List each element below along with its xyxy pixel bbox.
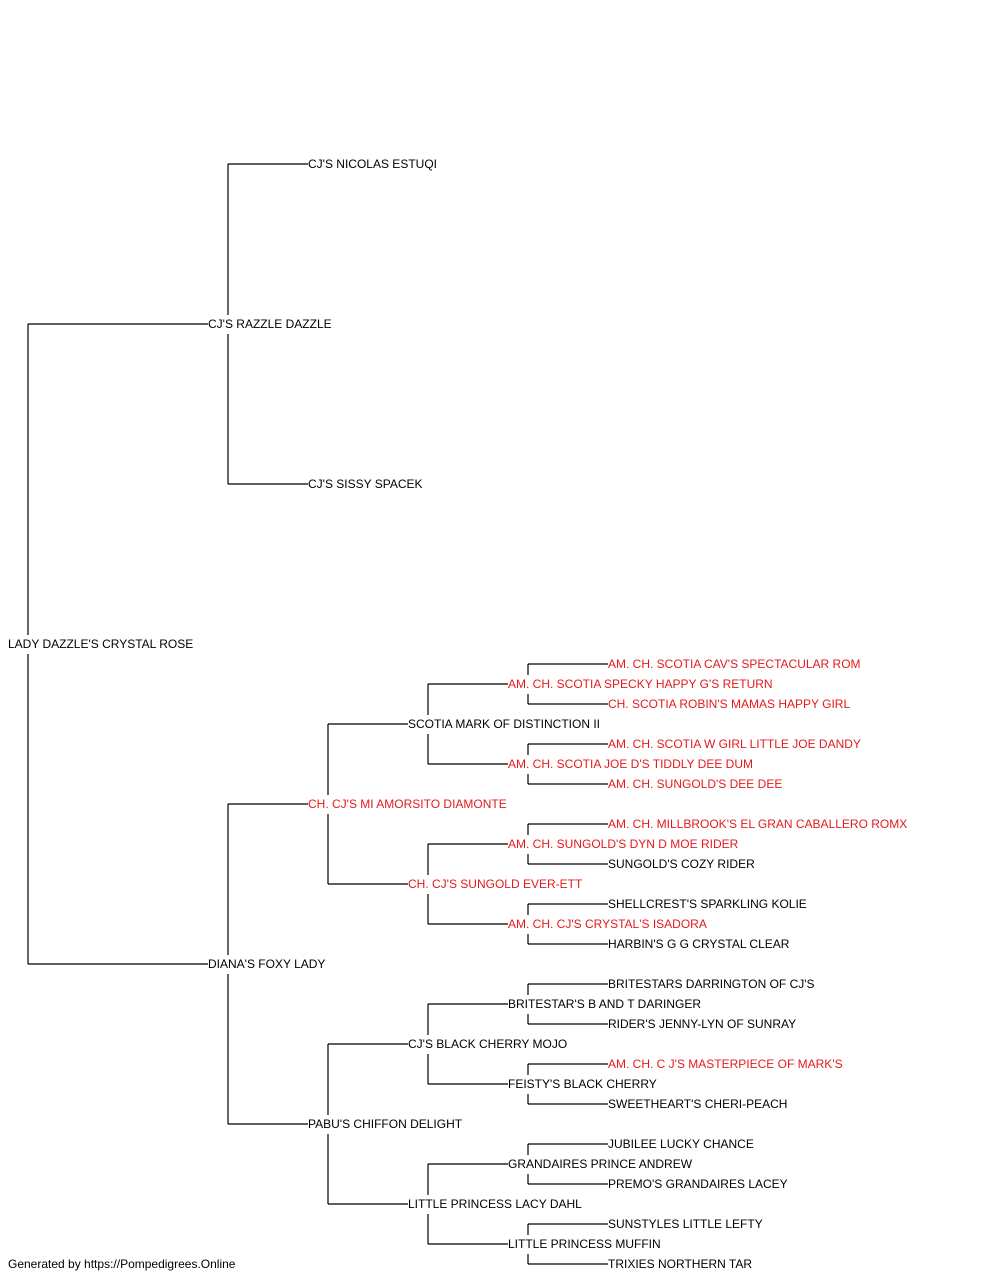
pedigree-node-gen5: SUNSTYLES LITTLE LEFTY	[608, 1217, 763, 1231]
pedigree-node-gen5: CH. SCOTIA ROBIN'S MAMAS HAPPY GIRL	[608, 697, 851, 711]
pedigree-node-gen5: BRITESTARS DARRINGTON OF CJ'S	[608, 977, 815, 991]
pedigree-node-gen5: AM. CH. SCOTIA CAV'S SPECTACULAR ROM	[608, 657, 861, 671]
pedigree-node-gen5: TRIXIES NORTHERN TAR	[608, 1257, 753, 1271]
pedigree-node-gen5: HARBIN'S G G CRYSTAL CLEAR	[608, 937, 790, 951]
pedigree-node-gen5: PREMO'S GRANDAIRES LACEY	[608, 1177, 788, 1191]
pedigree-node-gen5: AM. CH. C J'S MASTERPIECE OF MARK'S	[608, 1057, 843, 1071]
pedigree-node-gen3: SCOTIA MARK OF DISTINCTION II	[408, 717, 601, 731]
pedigree-node-gen2: CH. CJ'S MI AMORSITO DIAMONTE	[308, 797, 507, 811]
pedigree-node-gen2: PABU'S CHIFFON DELIGHT	[308, 1117, 463, 1131]
pedigree-node-gen5: SWEETHEART'S CHERI-PEACH	[608, 1097, 788, 1111]
pedigree-node-gen4: LITTLE PRINCESS MUFFIN	[508, 1237, 661, 1251]
pedigree-node-gen2: CJ'S NICOLAS ESTUQI	[308, 157, 437, 171]
pedigree-node-gen5: SHELLCREST'S SPARKLING KOLIE	[608, 897, 807, 911]
pedigree-node-gen1: DIANA'S FOXY LADY	[208, 957, 326, 971]
pedigree-node-gen5: SUNGOLD'S COZY RIDER	[608, 857, 755, 871]
pedigree-node-gen4: AM. CH. SUNGOLD'S DYN D MOE RIDER	[508, 837, 739, 851]
pedigree-node-gen3: LITTLE PRINCESS LACY DAHL	[408, 1197, 582, 1211]
pedigree-node-gen3: CH. CJ'S SUNGOLD EVER-ETT	[408, 877, 583, 891]
footer-credit: Generated by https://Pompedigrees.Online	[8, 1257, 236, 1271]
pedigree-node-gen4: AM. CH. CJ'S CRYSTAL'S ISADORA	[508, 917, 707, 931]
pedigree-node-gen5: RIDER'S JENNY-LYN OF SUNRAY	[608, 1017, 797, 1031]
pedigree-node-gen5: AM. CH. MILLBROOK'S EL GRAN CABALLERO RO…	[608, 817, 908, 831]
pedigree-node-gen1: CJ'S RAZZLE DAZZLE	[208, 317, 332, 331]
pedigree-node-gen4: AM. CH. SCOTIA SPECKY HAPPY G'S RETURN	[508, 677, 773, 691]
pedigree-node-gen2: CJ'S SISSY SPACEK	[308, 477, 423, 491]
pedigree-node-gen4: BRITESTAR'S B AND T DARINGER	[508, 997, 701, 1011]
pedigree-node-gen5: JUBILEE LUCKY CHANCE	[608, 1137, 754, 1151]
pedigree-node-gen4: GRANDAIRES PRINCE ANDREW	[508, 1157, 693, 1171]
pedigree-node-gen0: LADY DAZZLE'S CRYSTAL ROSE	[8, 637, 194, 651]
pedigree-node-gen5: AM. CH. SUNGOLD'S DEE DEE	[608, 777, 783, 791]
pedigree-node-gen3: CJ'S BLACK CHERRY MOJO	[408, 1037, 568, 1051]
pedigree-node-gen4: FEISTY'S BLACK CHERRY	[508, 1077, 657, 1091]
pedigree-node-gen5: AM. CH. SCOTIA W GIRL LITTLE JOE DANDY	[608, 737, 861, 751]
pedigree-node-gen4: AM. CH. SCOTIA JOE D'S TIDDLY DEE DUM	[508, 757, 753, 771]
